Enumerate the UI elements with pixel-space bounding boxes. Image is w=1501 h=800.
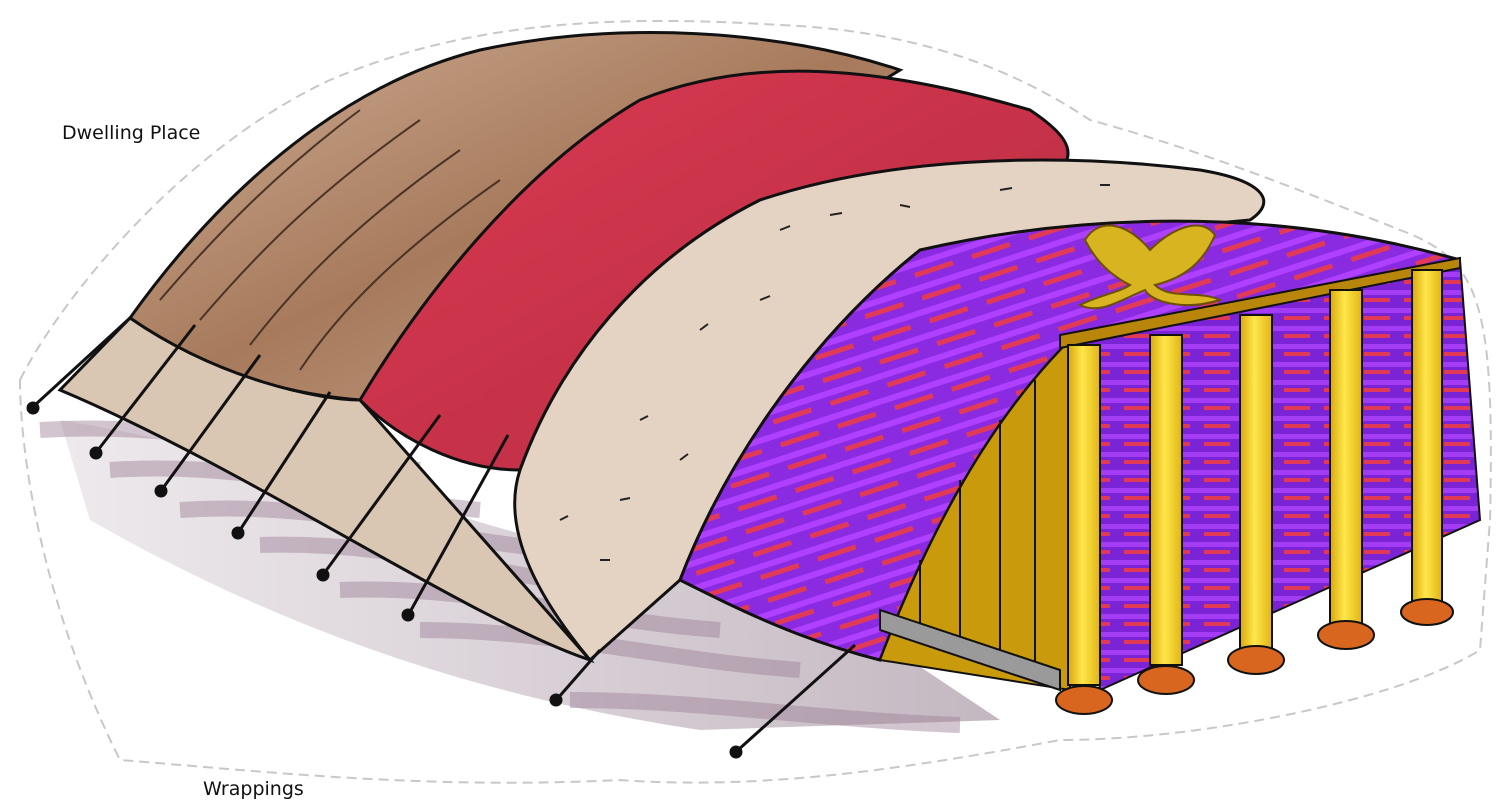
dwelling-place-label: Dwelling Place — [62, 122, 200, 144]
wrappings-label: Wrappings — [203, 778, 304, 800]
